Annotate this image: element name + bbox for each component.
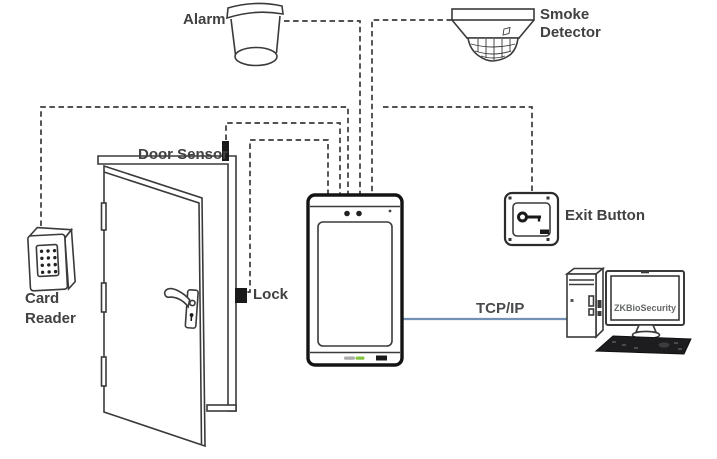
keyboard-icon — [594, 335, 692, 355]
lock-label: Lock — [253, 286, 289, 303]
card-reader-label-line1: Card — [25, 290, 60, 307]
exit-button-label: Exit Button — [565, 207, 645, 224]
card-reader-wire — [40, 106, 349, 226]
alarm-wire — [284, 20, 361, 195]
tcpip-label: TCP/IP — [476, 300, 525, 317]
smoke-detector-label-line1: Smoke — [540, 6, 590, 23]
alarm-label: Alarm — [183, 11, 226, 28]
wiring — [40, 19, 533, 293]
exit-button-wire — [383, 106, 533, 192]
lock-wire — [247, 139, 329, 293]
smoke-detector-label-line2: Detector — [540, 24, 601, 41]
card-reader-label: Card Reader — [25, 289, 76, 329]
door — [97, 141, 247, 448]
smoke-detector-icon — [451, 8, 535, 62]
door-sensor-wire — [225, 122, 341, 195]
card-reader-label-line2: Reader — [25, 310, 76, 327]
computer-icon — [564, 266, 692, 355]
lock-icon — [235, 288, 247, 303]
monitor-icon — [605, 270, 685, 340]
zkteco-logo — [344, 356, 365, 360]
zkbiosecurity-label: ZKBioSecurity — [613, 303, 676, 313]
alarm-icon — [226, 2, 284, 67]
door-handle-icon — [163, 287, 199, 329]
tower-icon — [564, 266, 606, 339]
key-icon — [517, 211, 541, 223]
access-control-terminal-icon — [306, 193, 404, 367]
exit-button-icon — [503, 191, 560, 247]
door-sensor-icon — [222, 141, 229, 161]
door-sensor-label: Door Sensor — [138, 146, 229, 163]
card-reader-icon — [27, 226, 76, 292]
smoke-detector-label: Smoke Detector — [540, 6, 601, 42]
